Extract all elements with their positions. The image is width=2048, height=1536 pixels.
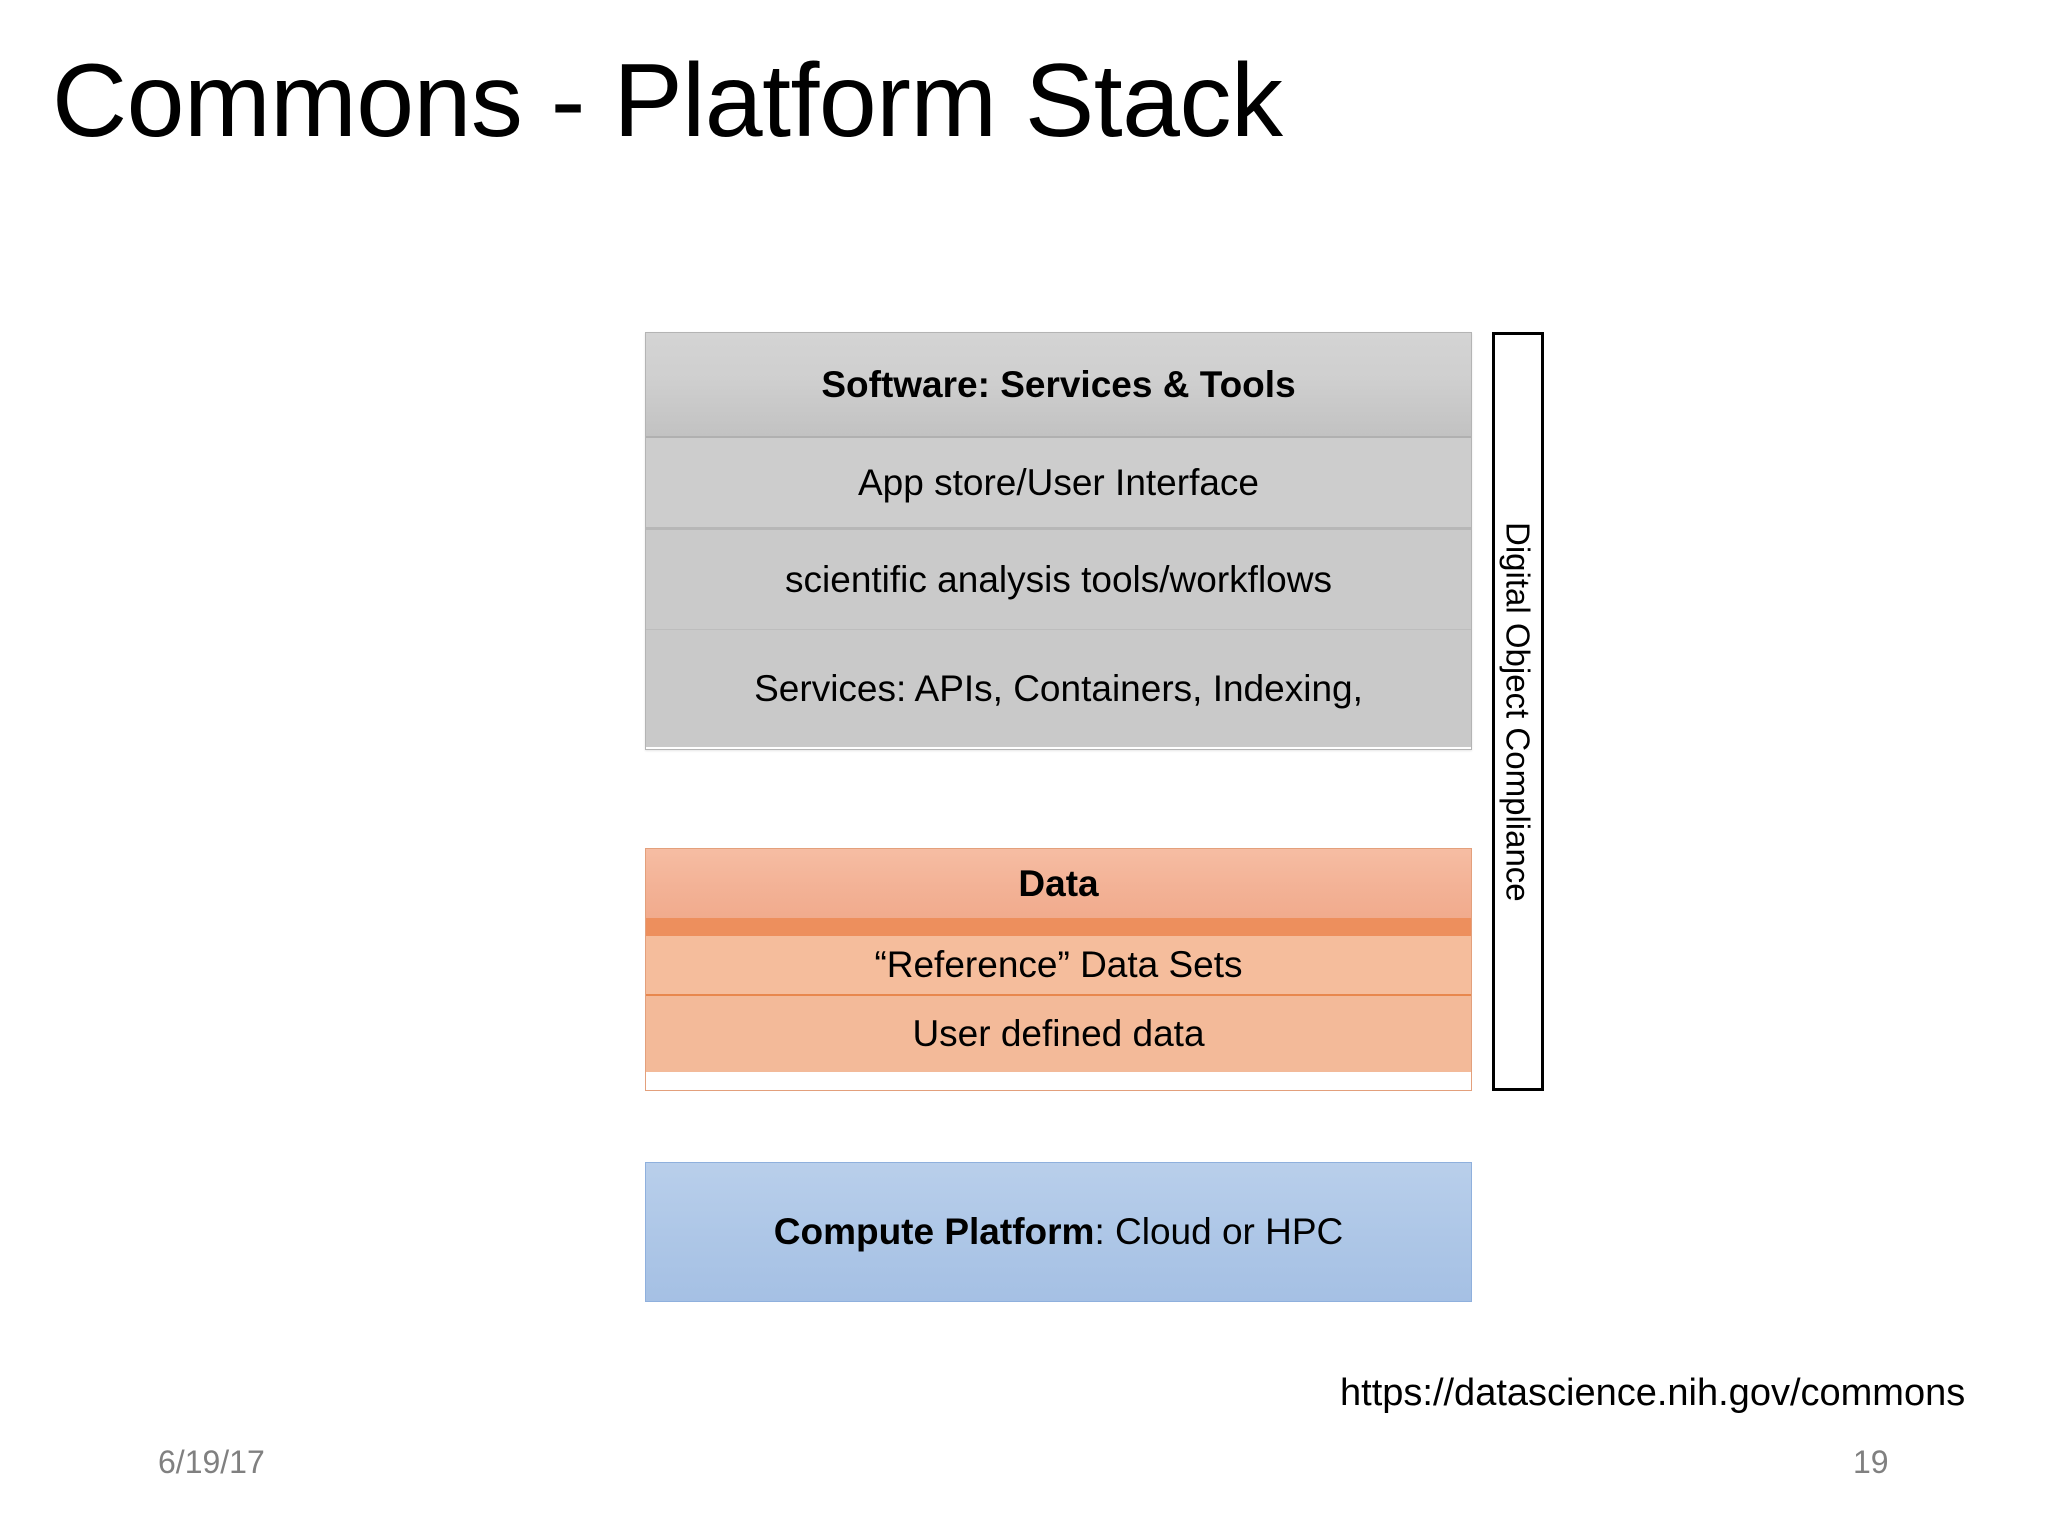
data-layer-header: Data [646, 849, 1471, 936]
compute-platform-label-rest: : Cloud or HPC [1094, 1211, 1344, 1252]
compute-platform-layer: Compute Platform: Cloud or HPC [645, 1162, 1472, 1302]
page-title: Commons - Platform Stack [52, 43, 1283, 159]
software-layer-row-services: Services: APIs, Containers, Indexing, [646, 630, 1471, 747]
data-layer-group: Data “Reference” Data Sets User defined … [645, 848, 1472, 1091]
digital-object-compliance-bar: Digital Object Compliance [1492, 332, 1544, 1091]
footer-date: 6/19/17 [158, 1444, 265, 1480]
digital-object-compliance-label: Digital Object Compliance [1499, 521, 1537, 902]
software-layer-row-app-store: App store/User Interface [646, 438, 1471, 530]
compute-platform-label-bold: Compute Platform [773, 1211, 1095, 1252]
data-layer-row-reference-data-sets: “Reference” Data Sets [646, 936, 1471, 996]
commons-url-link[interactable]: https://datascience.nih.gov/commons [1340, 1372, 1966, 1414]
software-layer-row-analysis-tools: scientific analysis tools/workflows [646, 530, 1471, 630]
software-layer-group: Software: Services & Tools App store/Use… [645, 332, 1472, 750]
data-layer-row-user-defined-data: User defined data [646, 996, 1471, 1072]
footer-page-number: 19 [1853, 1444, 1889, 1480]
software-layer-header: Software: Services & Tools [646, 333, 1471, 438]
